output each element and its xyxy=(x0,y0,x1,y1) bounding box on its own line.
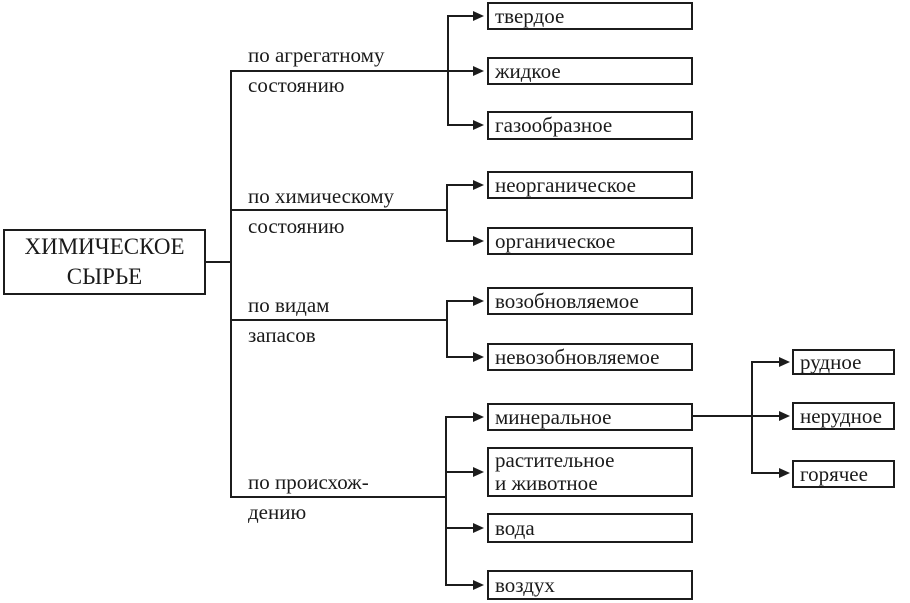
splitter-branch1 xyxy=(447,15,449,126)
connector-mineral-sub xyxy=(691,415,753,417)
connector-air xyxy=(445,584,474,586)
node-water: вода xyxy=(487,513,693,543)
arrowhead-icon xyxy=(473,580,484,590)
connector-inorganic xyxy=(446,184,474,186)
connector-branch3 xyxy=(230,319,448,321)
node-air: воздух xyxy=(487,570,693,600)
arrowhead-icon xyxy=(779,411,790,421)
connector-branch4 xyxy=(230,496,447,498)
node-ore: рудное xyxy=(792,349,895,375)
connector-organic xyxy=(446,240,474,242)
connector-hot xyxy=(751,472,780,474)
splitter-branch2 xyxy=(446,184,448,242)
node-nonore: нерудное xyxy=(792,402,895,430)
arrowhead-icon xyxy=(473,352,484,362)
node-plant-animal: растительное и животное xyxy=(487,447,693,497)
connector-mineral xyxy=(445,416,474,418)
connector-nonore xyxy=(751,415,780,417)
node-solid: твердое xyxy=(487,2,693,30)
trunk-line xyxy=(230,70,232,498)
splitter-mineral-sub xyxy=(751,361,753,474)
branch-label-aggregate-state: по агрегатному состоянию xyxy=(248,43,385,97)
connector-branch1 xyxy=(230,70,474,72)
connector-ore xyxy=(751,361,780,363)
connector-nonrenewable xyxy=(446,356,474,358)
arrowhead-icon xyxy=(473,296,484,306)
connector-renewable xyxy=(446,300,474,302)
node-chemical-raw-material: ХИМИЧЕСКОЕ СЫРЬЕ xyxy=(3,229,206,295)
arrowhead-icon xyxy=(473,11,484,21)
connector-root-trunk xyxy=(205,261,232,263)
node-liquid: жидкое xyxy=(487,57,693,85)
arrowhead-icon xyxy=(779,468,790,478)
branch-label-origin: по происхож- дению xyxy=(248,470,369,524)
splitter-branch3 xyxy=(446,300,448,358)
node-hot: горячее xyxy=(792,460,895,488)
arrowhead-icon xyxy=(473,412,484,422)
connector-plant-animal xyxy=(445,471,474,473)
connector-solid xyxy=(447,15,474,17)
node-organic: органическое xyxy=(487,227,693,255)
arrowhead-icon xyxy=(473,236,484,246)
arrowhead-icon xyxy=(473,120,484,130)
arrowhead-icon xyxy=(473,467,484,477)
arrowhead-icon xyxy=(473,180,484,190)
connector-branch2 xyxy=(230,209,448,211)
node-renewable: возобновляемое xyxy=(487,287,693,315)
connector-water xyxy=(445,527,474,529)
node-mineral: минеральное xyxy=(487,403,693,431)
branch-label-chemical-state: по химическому состоянию xyxy=(248,184,395,238)
node-nonrenewable: невозобновляемое xyxy=(487,343,693,371)
splitter-branch4 xyxy=(445,417,447,586)
branch-label-reserve-types: по видам запасов xyxy=(248,293,330,347)
node-inorganic: неорганическое xyxy=(487,171,693,199)
connector-gaseous xyxy=(447,124,474,126)
arrowhead-icon xyxy=(779,357,790,367)
node-gaseous: газообразное xyxy=(487,111,693,140)
arrowhead-icon xyxy=(473,523,484,533)
arrowhead-icon xyxy=(473,66,484,76)
